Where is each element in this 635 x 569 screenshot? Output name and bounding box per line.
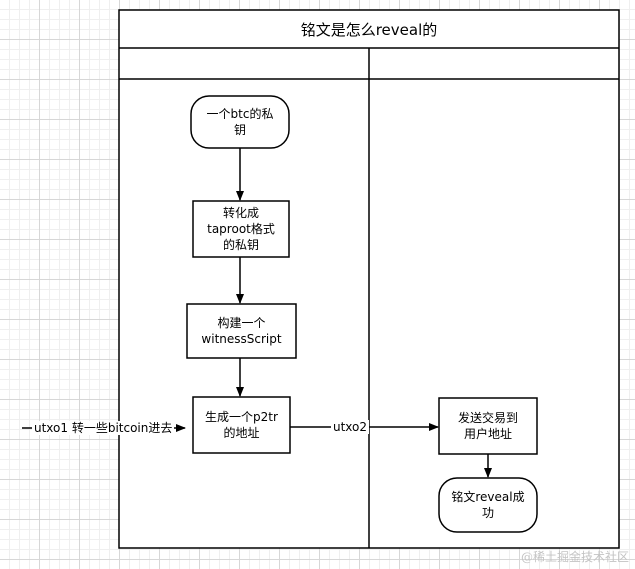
node-reveal-success[interactable]: 铭文reveal成 功 [451,490,525,520]
edge-label-utxo2: utxo2 [331,420,370,434]
node-send-tx[interactable]: 发送交易到 用户地址 [457,411,518,441]
pool-title: 铭文是怎么reveal的 [300,20,438,39]
edge-label-utxo1: utxo1 转一些bitcoin进去 [32,421,175,435]
node-witness-script-shape[interactable] [186,303,297,359]
node-taproot-key[interactable]: 转化成 taproot格式 的私钥 [207,206,275,252]
node-p2tr-address[interactable]: 生成一个p2tr 的地址 [205,410,278,440]
node-reveal-success-shape[interactable] [438,477,538,533]
node-witness-script[interactable]: 构建一个 witnessScript [201,316,282,346]
node-private-key[interactable]: 一个btc的私 钥 [206,107,274,137]
node-send-tx-shape[interactable] [438,397,538,455]
node-p2tr-address-shape[interactable] [192,396,291,454]
node-taproot-key-shape[interactable] [192,200,290,258]
watermark: @稀土掘金技术社区 [520,550,629,564]
swimlane-pool [118,9,620,549]
